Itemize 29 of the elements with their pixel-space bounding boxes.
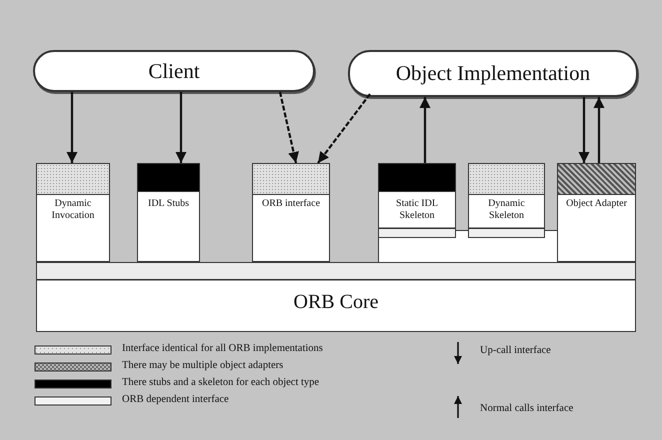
arrow <box>278 92 299 164</box>
legend-label: There may be multiple object adapters <box>122 360 284 371</box>
node-label: ORB interface <box>260 198 322 210</box>
node-label: Client <box>148 58 200 84</box>
core-box <box>36 262 636 332</box>
node-label: ORB Core <box>292 291 380 314</box>
legend-label: Interface identical for all ORB implementations <box>122 343 323 354</box>
arrow <box>594 97 604 163</box>
component-box <box>378 163 456 238</box>
legend-label: There stubs and a skeleton for each object type <box>122 377 320 388</box>
arrow <box>578 97 590 163</box>
legend-label: Up-call interface <box>480 345 551 356</box>
legend-label: Normal calls interface <box>480 403 574 414</box>
node-label: Dynamic Skeleton <box>487 198 526 221</box>
node-label: Static IDL Skeleton <box>395 198 439 221</box>
node-label: Dynamic Invocation <box>50 198 96 221</box>
component-box <box>137 163 200 262</box>
component-box <box>252 163 330 262</box>
arrow <box>420 97 430 163</box>
component-box <box>468 163 545 238</box>
arrow <box>176 92 186 163</box>
node-label: IDL Stubs <box>146 198 190 210</box>
legend-label: ORB dependent interface <box>122 394 229 405</box>
component-box <box>557 163 636 262</box>
arrow <box>317 93 371 164</box>
component-box <box>36 163 110 262</box>
node-label: Object Adapter <box>565 198 628 210</box>
node-label: Object Implementation <box>396 61 590 86</box>
arrow <box>66 92 78 163</box>
